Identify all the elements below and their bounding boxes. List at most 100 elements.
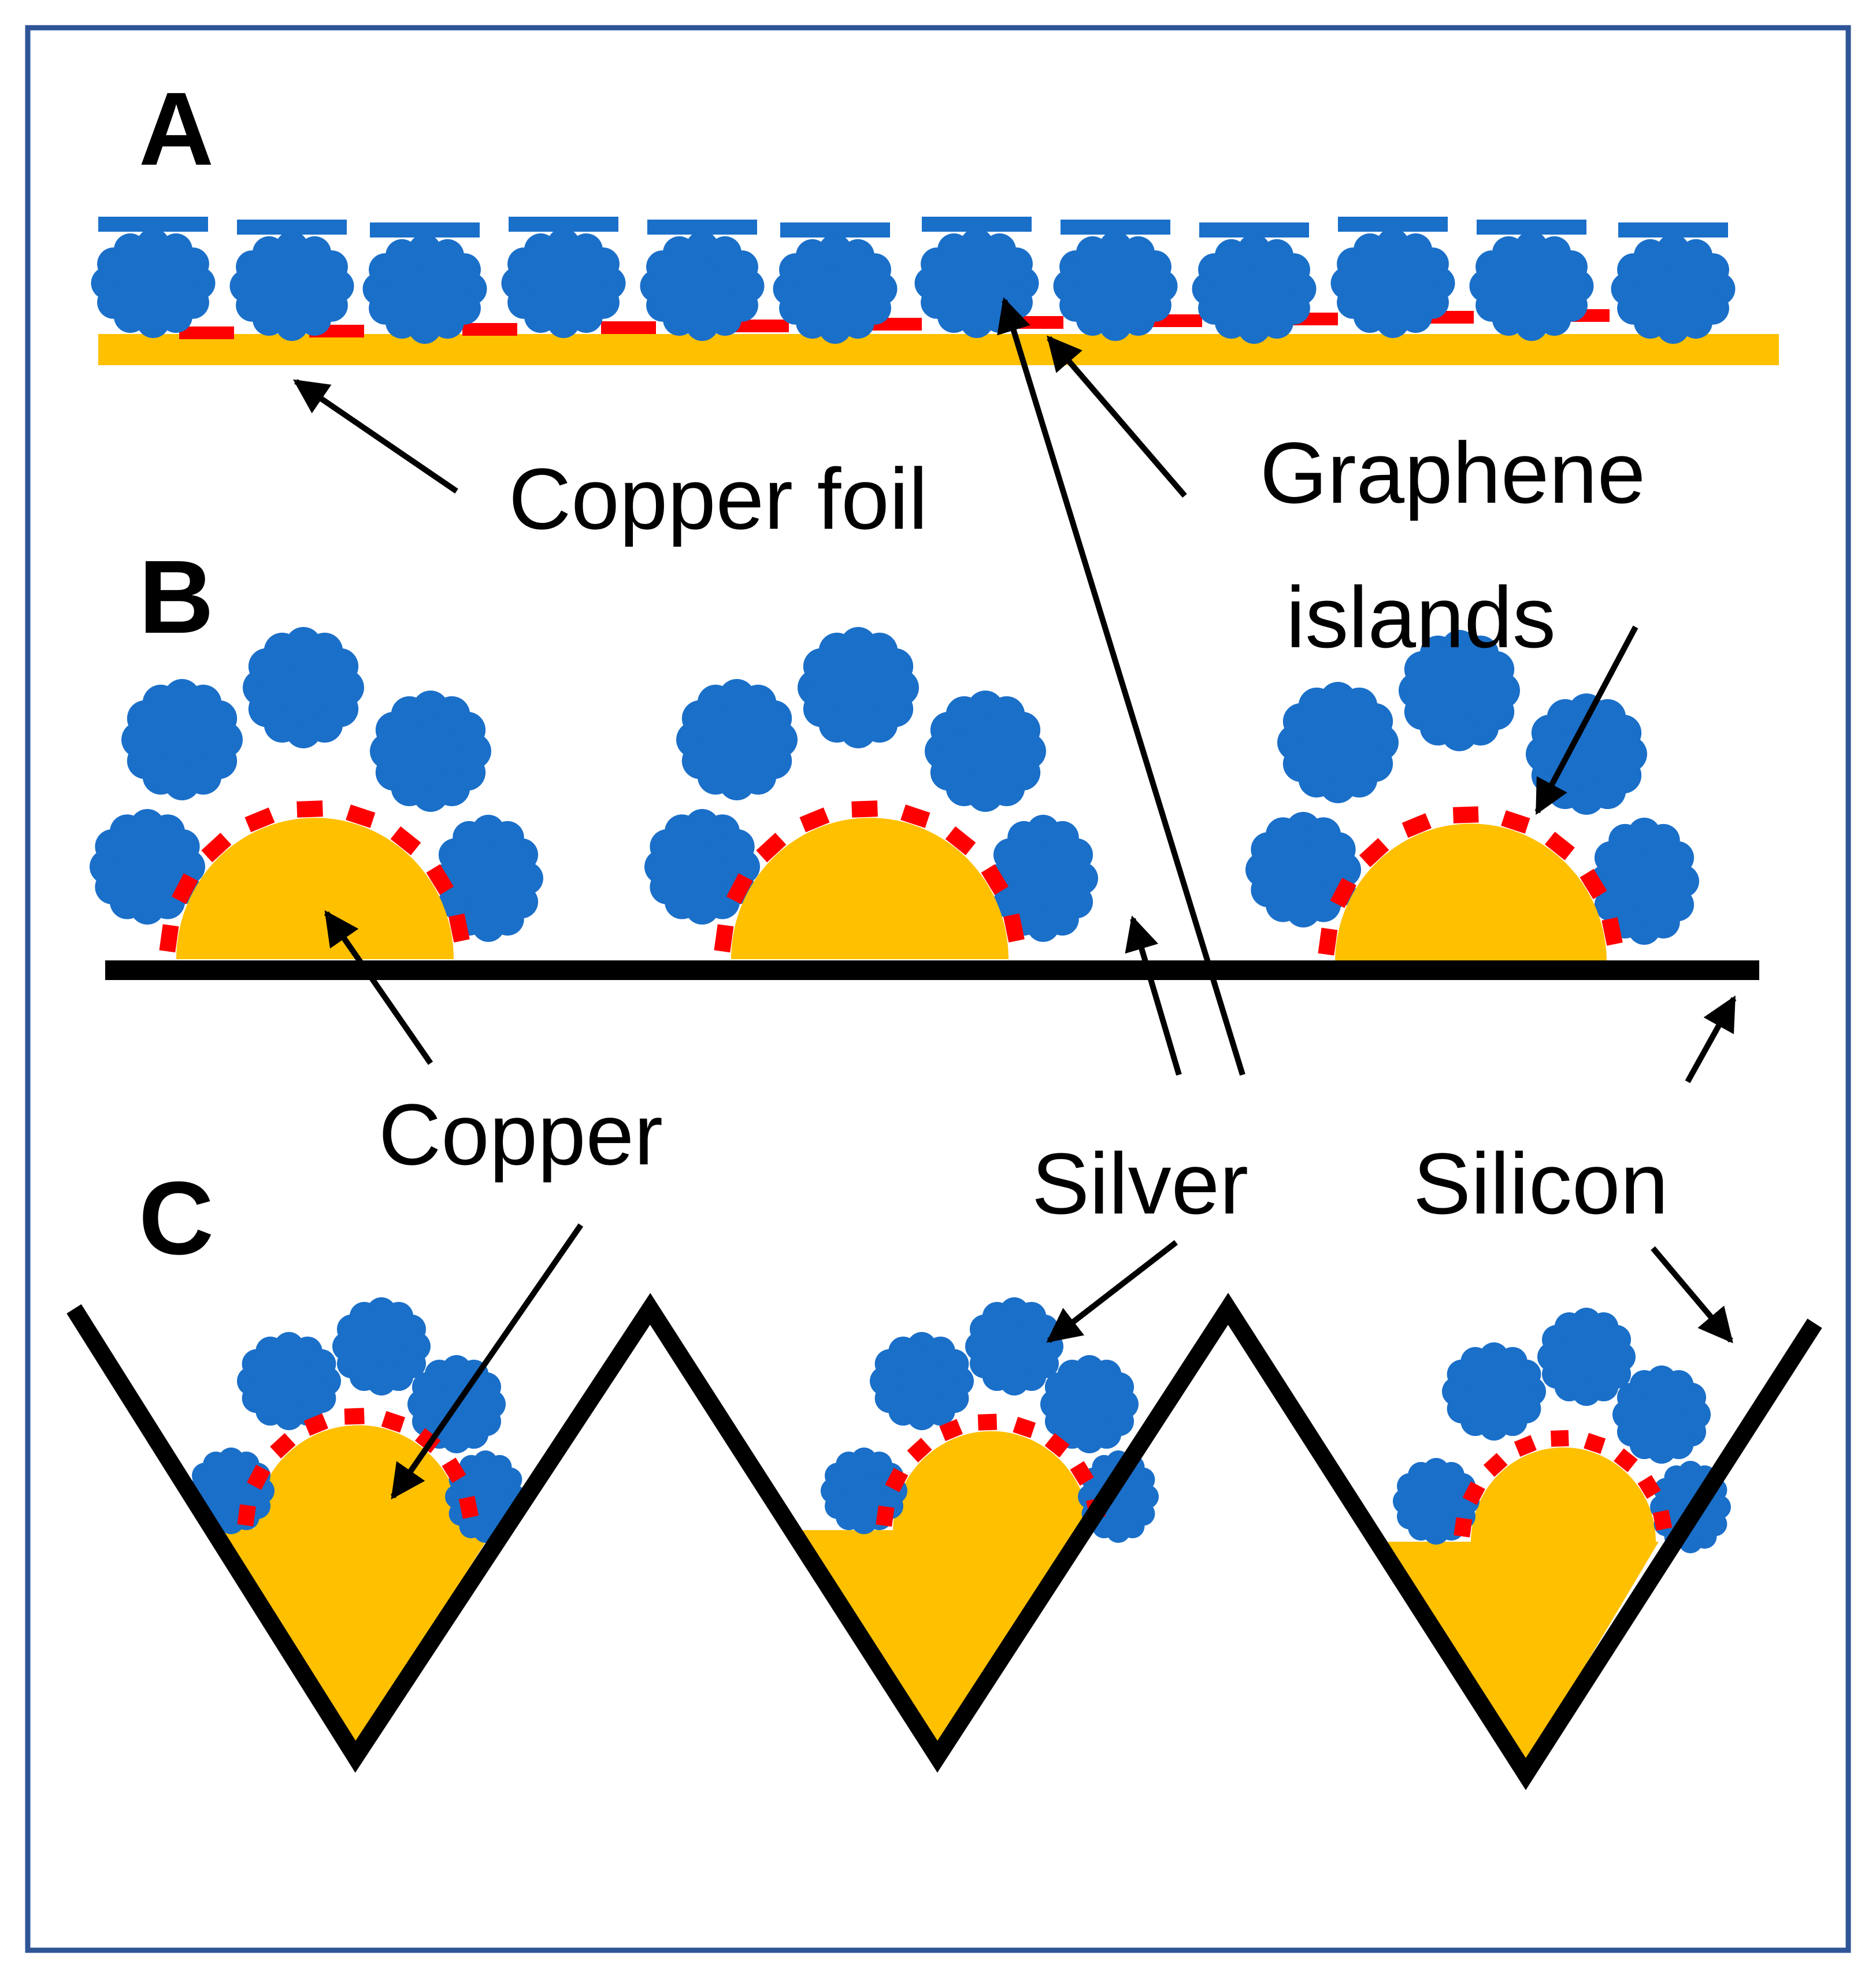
graphene-island xyxy=(303,1413,329,1436)
silver-cluster xyxy=(925,691,1046,812)
graphene-island xyxy=(1483,1453,1508,1477)
graphene-island xyxy=(442,1457,466,1483)
graphene-island xyxy=(1652,1509,1673,1531)
copper-fill-c xyxy=(213,1425,1659,1765)
graphene-island xyxy=(426,864,454,895)
arrow-silver-b xyxy=(1125,915,1182,1076)
graphene-island xyxy=(1070,1461,1094,1486)
copper-pit-fill xyxy=(213,1528,494,1748)
copper-pit-fill xyxy=(1381,1542,1659,1765)
graphene-island xyxy=(1501,810,1530,834)
silver-particle xyxy=(91,228,216,338)
graphene-island xyxy=(201,833,232,863)
silver-particle xyxy=(362,234,487,344)
silver-cluster xyxy=(798,627,919,748)
silicon-substrate-b xyxy=(105,960,1759,980)
panel-letter-c: C xyxy=(139,1160,214,1276)
label-graphene-line2: islands xyxy=(1286,569,1556,666)
label-copper: Copper xyxy=(379,1086,663,1183)
copper-particle xyxy=(254,1425,462,1531)
graphene-island xyxy=(247,1464,271,1490)
silver-cluster xyxy=(90,809,205,925)
silver-cluster xyxy=(370,691,491,812)
silver-cluster xyxy=(676,679,798,800)
label-graphene-line1: Graphene xyxy=(1260,424,1645,521)
silver-cluster xyxy=(121,679,243,800)
silver-particle xyxy=(773,234,898,344)
graphene-island xyxy=(756,833,787,863)
label-silicon: Silicon xyxy=(1413,1135,1669,1232)
graphene-island xyxy=(1544,832,1575,860)
label-copper-foil: Copper foil xyxy=(509,450,928,547)
graphene-island xyxy=(346,804,376,828)
copper-particle xyxy=(176,818,454,959)
panel-a xyxy=(91,217,1779,365)
graphene-island xyxy=(179,326,234,339)
arrow-graphene-islands-b xyxy=(1534,625,1638,815)
arrow-silicon-c xyxy=(1651,1246,1733,1344)
copper-particle xyxy=(893,1431,1089,1531)
graphene-island xyxy=(1330,878,1356,908)
arrow-copper-foil xyxy=(293,378,458,494)
silver-particle-row xyxy=(91,217,1736,344)
graphene-island xyxy=(939,1419,963,1441)
graphene-island xyxy=(799,807,830,833)
graphene-island xyxy=(1514,1435,1537,1457)
graphene-island xyxy=(458,1495,479,1519)
graphene-island xyxy=(415,1428,441,1453)
silver-cluster xyxy=(237,1332,341,1430)
graphene-island xyxy=(726,873,753,904)
silver-cluster xyxy=(1277,682,1399,803)
graphene-island xyxy=(1637,1475,1661,1499)
graphene-island xyxy=(1318,927,1338,956)
graphene-island xyxy=(171,873,198,904)
graphene-island xyxy=(1462,1481,1485,1505)
graphene-island xyxy=(1601,917,1623,946)
graphene-island xyxy=(734,320,789,332)
graphene-island xyxy=(851,800,878,818)
silver-cluster xyxy=(1612,1365,1711,1464)
graphene-island xyxy=(601,321,656,334)
silver-particle xyxy=(640,231,765,341)
panel-c xyxy=(66,1293,1822,1790)
copper-particle xyxy=(1471,1447,1656,1542)
silver-cluster xyxy=(644,809,760,925)
graphene-island xyxy=(448,913,470,943)
arrows xyxy=(293,297,1737,1500)
silver-particle xyxy=(1611,234,1736,344)
graphene-island xyxy=(876,1505,895,1527)
graphene-island xyxy=(159,924,179,953)
silver-particle xyxy=(1192,234,1317,344)
graphene-islands-b xyxy=(159,800,1623,956)
graphene-island xyxy=(296,800,323,818)
silver-particle xyxy=(501,228,626,338)
label-silver: Silver xyxy=(1032,1135,1248,1232)
copper-particle xyxy=(731,818,1009,959)
panel-letter-b: B xyxy=(139,539,214,655)
graphene-island xyxy=(244,807,275,833)
arrow-graphene-islands-a xyxy=(1047,335,1187,498)
graphene-island xyxy=(390,826,421,855)
graphene-island xyxy=(462,323,517,336)
graphene-island xyxy=(900,804,930,828)
copper-particle xyxy=(1335,823,1607,962)
silver-cluster xyxy=(1537,1308,1636,1406)
silver-cluster xyxy=(965,1297,1063,1396)
graphene-island xyxy=(907,1438,932,1463)
graphene-island xyxy=(1013,1416,1036,1438)
graphene-island xyxy=(1452,806,1479,823)
graphene-island xyxy=(1551,1430,1569,1447)
graphene-island xyxy=(381,1411,405,1433)
silver-particle xyxy=(229,231,354,341)
panel-letter-a: A xyxy=(139,71,214,187)
silver-cluster xyxy=(1589,818,1699,945)
silver-clusters-c xyxy=(188,1297,1731,1553)
silicon-pyramids xyxy=(66,1293,1822,1790)
silver-particle xyxy=(1330,228,1455,338)
copper-domes-b xyxy=(176,818,1607,962)
arrow-silver-a xyxy=(997,297,1245,1076)
graphene-island xyxy=(1580,869,1607,900)
graphene-island xyxy=(1044,1433,1070,1458)
silver-particle xyxy=(1053,231,1178,341)
